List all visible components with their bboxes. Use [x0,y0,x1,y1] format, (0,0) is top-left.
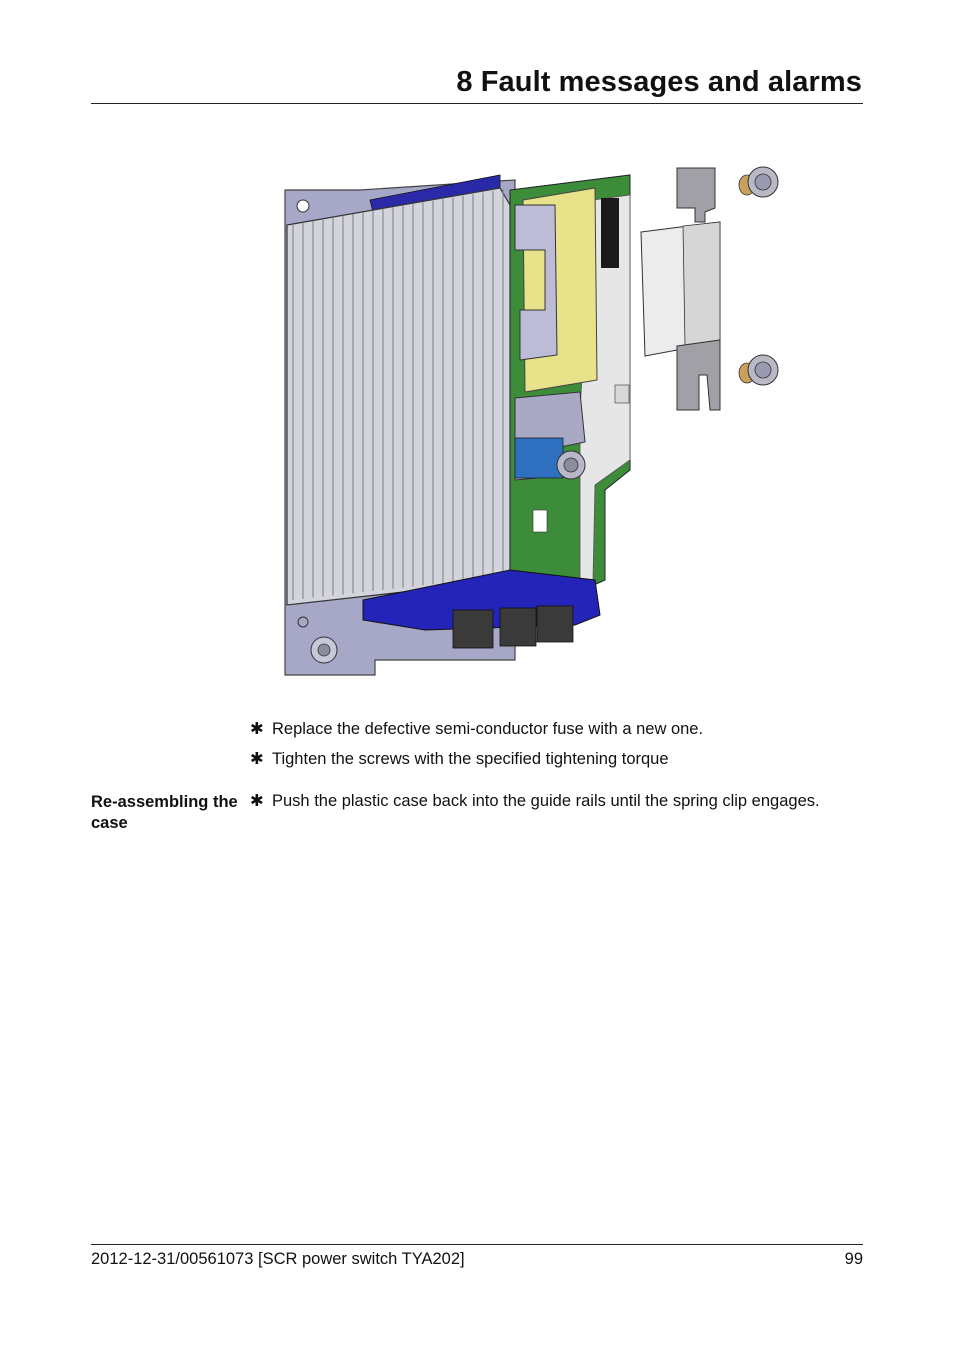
page-title: 8 Fault messages and alarms [456,66,862,98]
step-text: Push the plastic case back into the guid… [272,792,820,810]
scr-power-switch-illustration [284,166,779,676]
section-label-reassembling: Re-assembling the case [91,793,238,832]
step-push-case: ✱ Push the plastic case back into the gui… [250,791,820,811]
step-text: Tighten the screws with the specified ti… [272,750,669,768]
step-bullet-icon: ✱ [250,720,264,738]
document-reference: 2012-12-31/00561073 [SCR power switch TY… [91,1250,465,1268]
step-text: Replace the defective semi-conductor fus… [272,720,704,738]
step-replace-fuse: ✱ Replace the defective semi-conductor fu… [250,719,703,739]
header-divider [91,103,863,104]
step-bullet-icon: ✱ [250,792,264,810]
page-number: 99 [844,1250,863,1268]
step-bullet-icon: ✱ [250,750,264,768]
footer-divider [91,1244,863,1245]
step-tighten-screws: ✱ Tighten the screws with the specified t… [250,749,669,769]
